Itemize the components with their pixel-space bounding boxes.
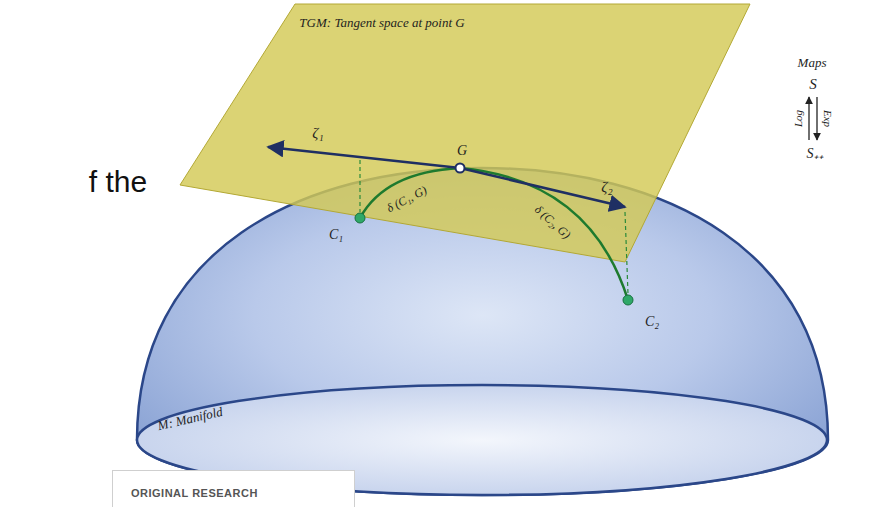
geodesic-curve [360,168,460,218]
log-arrow [808,97,809,140]
point-label: C₂ [645,315,659,329]
geodesic-curve [460,168,628,300]
space-symbol: S [809,77,817,92]
point-g [456,164,465,173]
section-tag-box: ORIGINAL RESEARCH [112,470,355,507]
projection-dash [359,160,360,212]
maps-heading: Maps [798,56,827,69]
point-label: G [457,144,467,158]
space-symbol: S₊₊ [807,147,824,161]
point-c2 [623,295,633,305]
tangent-vector [460,168,625,207]
point-c1 [355,213,365,223]
section-tag-text: ORIGINAL RESEARCH [131,487,354,499]
log-label: Log [794,109,805,126]
vector-label: ζ₁ [312,126,323,141]
tangent-vector [268,147,460,168]
vector-label: ζ₂ [601,180,612,195]
cut-heading-text: f the [89,167,147,197]
plane-title: TGM: Tangent space at point G [299,16,464,29]
exp-label: Exp [822,109,833,126]
projection-dash [625,212,628,294]
exp-arrow [816,97,817,140]
point-label: C₁ [329,228,343,242]
tangent-plane [180,4,750,262]
